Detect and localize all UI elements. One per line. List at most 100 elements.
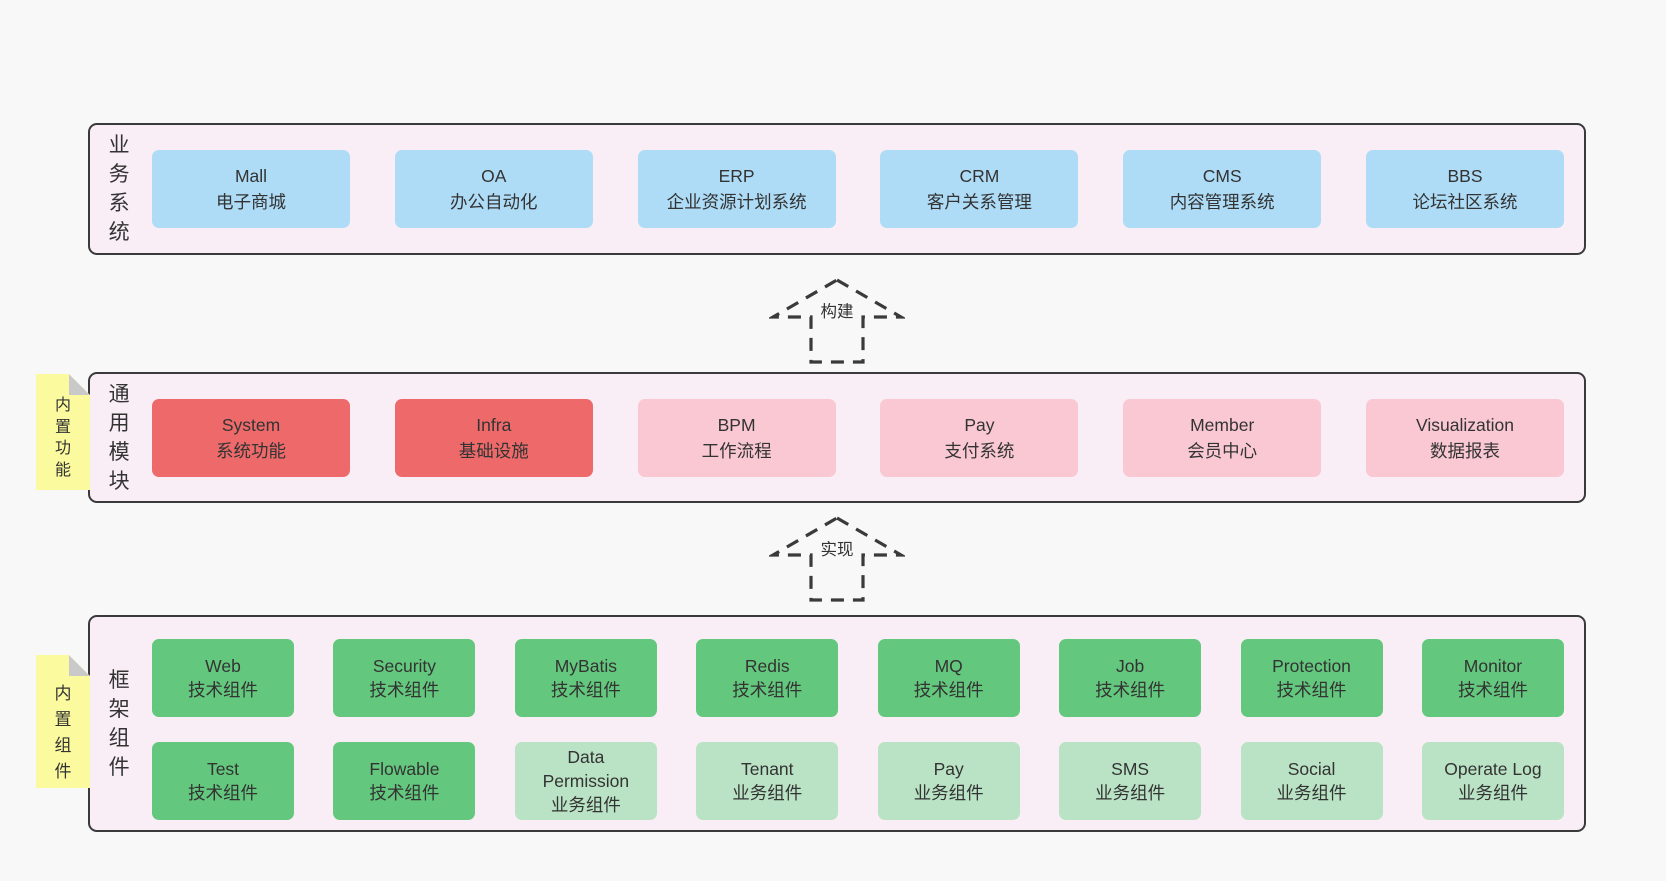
sticky-note-builtin-components: 内置组件 [36, 655, 90, 788]
box-mybatis: MyBatis 技术组件 [514, 639, 657, 717]
sticky-note-builtin-features: 内置功能 [36, 374, 90, 490]
box-name: MyBatis [554, 656, 617, 676]
box-name: Operate Log [1444, 759, 1542, 779]
box-test: Test 技术组件 [152, 742, 294, 820]
box-name: Monitor [1463, 656, 1523, 676]
sticky-label: 内置功能 [54, 397, 71, 479]
box-name: MQ [934, 656, 963, 676]
box-desc: 会员中心 [1187, 440, 1258, 461]
box-desc: 数据报表 [1429, 440, 1500, 461]
box-name: Test [206, 759, 240, 779]
box-flowable: Flowable 技术组件 [333, 742, 476, 820]
box-name: OA [481, 166, 507, 186]
box-name: Redis [744, 656, 790, 676]
business-boxes-row: Mall 电子商城 OA 办公自动化 ERP 企业资源计划系统 CRM 客户关系… [152, 150, 1564, 228]
box-member: Member 会员中心 [1123, 398, 1322, 477]
box-desc: 办公自动化 [450, 192, 538, 212]
box-operate-log: Operate Log 业务组件 [1421, 742, 1564, 820]
arrow-build: 构建 [769, 276, 905, 366]
box-crm: CRM 客户关系管理 [880, 150, 1079, 228]
arrow-implement-label: 实现 [815, 538, 859, 562]
box-desc: 技术组件 [1457, 680, 1528, 700]
box-protection: Protection 技术组件 [1240, 639, 1383, 717]
box-name: Visualization [1416, 414, 1514, 435]
box-monitor: Monitor 技术组件 [1421, 639, 1564, 717]
modules-boxes-row: System 系统功能 Infra 基础设施 BPM 工作流程 Pay 支付系统… [152, 398, 1564, 477]
box-erp: ERP 企业资源计划系统 [637, 150, 836, 228]
box-tenant: Tenant 业务组件 [696, 742, 839, 820]
box-oa: OA 办公自动化 [394, 150, 593, 228]
box-name: Job [1116, 656, 1145, 676]
box-name: Protection [1272, 656, 1351, 676]
box-desc: 工作流程 [701, 440, 772, 461]
box-desc: 技术组件 [188, 783, 258, 803]
box-name: Pay [933, 759, 964, 779]
box-desc: 技术组件 [188, 680, 258, 700]
box-pay-biz: Pay 业务组件 [877, 742, 1020, 820]
box-desc: 支付系统 [944, 440, 1015, 461]
box-visualization: Visualization 数据报表 [1365, 398, 1564, 477]
box-name: Data Permission [542, 747, 630, 791]
layer-label-framework-components: 框架组件 [108, 668, 130, 779]
box-desc: 业务组件 [550, 795, 621, 815]
box-bpm: BPM 工作流程 [637, 398, 836, 477]
box-desc: 业务组件 [1276, 783, 1347, 803]
up-arrow-icon [769, 516, 905, 602]
box-name: CRM [959, 166, 1000, 186]
box-desc: 基础设施 [458, 440, 529, 461]
box-mall: Mall 电子商城 [152, 150, 350, 228]
box-name: Tenant [740, 759, 794, 779]
box-desc: 技术组件 [550, 680, 621, 700]
arrow-build-label: 构建 [815, 300, 859, 324]
box-bbs: BBS 论坛社区系统 [1365, 150, 1564, 228]
box-desc: 技术组件 [732, 680, 803, 700]
components-row-1: Web 技术组件 Security 技术组件 MyBatis 技术组件 Redi… [152, 639, 1564, 717]
box-name: BBS [1447, 166, 1483, 186]
box-name: Flowable [369, 759, 440, 779]
box-data-permission: Data Permission 业务组件 [514, 742, 657, 820]
box-name: SMS [1111, 759, 1150, 779]
box-desc: 技术组件 [1276, 680, 1347, 700]
box-desc: 内容管理系统 [1169, 192, 1275, 212]
box-desc: 系统功能 [216, 440, 286, 461]
box-name: Mall [234, 166, 268, 186]
box-name: Pay [964, 414, 995, 435]
layer-common-modules: 通用模块 System 系统功能 Infra 基础设施 BPM 工作流程 Pay… [88, 372, 1586, 503]
box-desc: 业务组件 [732, 783, 803, 803]
up-arrow-icon [769, 278, 905, 364]
box-web: Web 技术组件 [152, 639, 294, 717]
box-pay: Pay 支付系统 [880, 398, 1079, 477]
box-desc: 业务组件 [1095, 783, 1166, 803]
box-name: Member [1190, 414, 1255, 435]
box-name: Security [372, 656, 437, 676]
layer-business-systems: 业务系统 Mall 电子商城 OA 办公自动化 ERP 企业资源计划系统 CRM… [88, 123, 1586, 255]
box-desc: 客户关系管理 [926, 192, 1032, 212]
box-desc: 业务组件 [913, 783, 984, 803]
box-desc: 企业资源计划系统 [666, 192, 807, 212]
folded-corner [69, 374, 90, 395]
box-desc: 技术组件 [369, 680, 440, 700]
box-cms: CMS 内容管理系统 [1123, 150, 1322, 228]
box-infra: Infra 基础设施 [394, 398, 593, 477]
box-mq: MQ 技术组件 [877, 639, 1020, 717]
box-name: Web [205, 656, 241, 676]
components-row-2: Test 技术组件 Flowable 技术组件 Data Permission … [152, 742, 1564, 820]
arrow-implement: 实现 [769, 514, 905, 604]
layer-label-common-modules: 通用模块 [108, 382, 130, 493]
box-desc: 技术组件 [369, 783, 440, 803]
box-desc: 技术组件 [1095, 680, 1166, 700]
components-rows: Web 技术组件 Security 技术组件 MyBatis 技术组件 Redi… [152, 639, 1564, 820]
box-security: Security 技术组件 [333, 639, 476, 717]
box-desc: 技术组件 [913, 680, 984, 700]
box-name: Social [1287, 759, 1336, 779]
layer-framework-components: 框架组件 Web 技术组件 Security 技术组件 MyBatis 技术组件… [88, 615, 1586, 832]
box-system: System 系统功能 [152, 398, 350, 477]
box-social: Social 业务组件 [1240, 742, 1383, 820]
layer-label-business-systems: 业务系统 [108, 134, 130, 244]
box-sms: SMS 业务组件 [1059, 742, 1202, 820]
box-name: BPM [717, 414, 756, 435]
box-desc: 电子商城 [216, 192, 286, 212]
box-name: CMS [1202, 166, 1242, 186]
box-name: System [221, 414, 281, 435]
